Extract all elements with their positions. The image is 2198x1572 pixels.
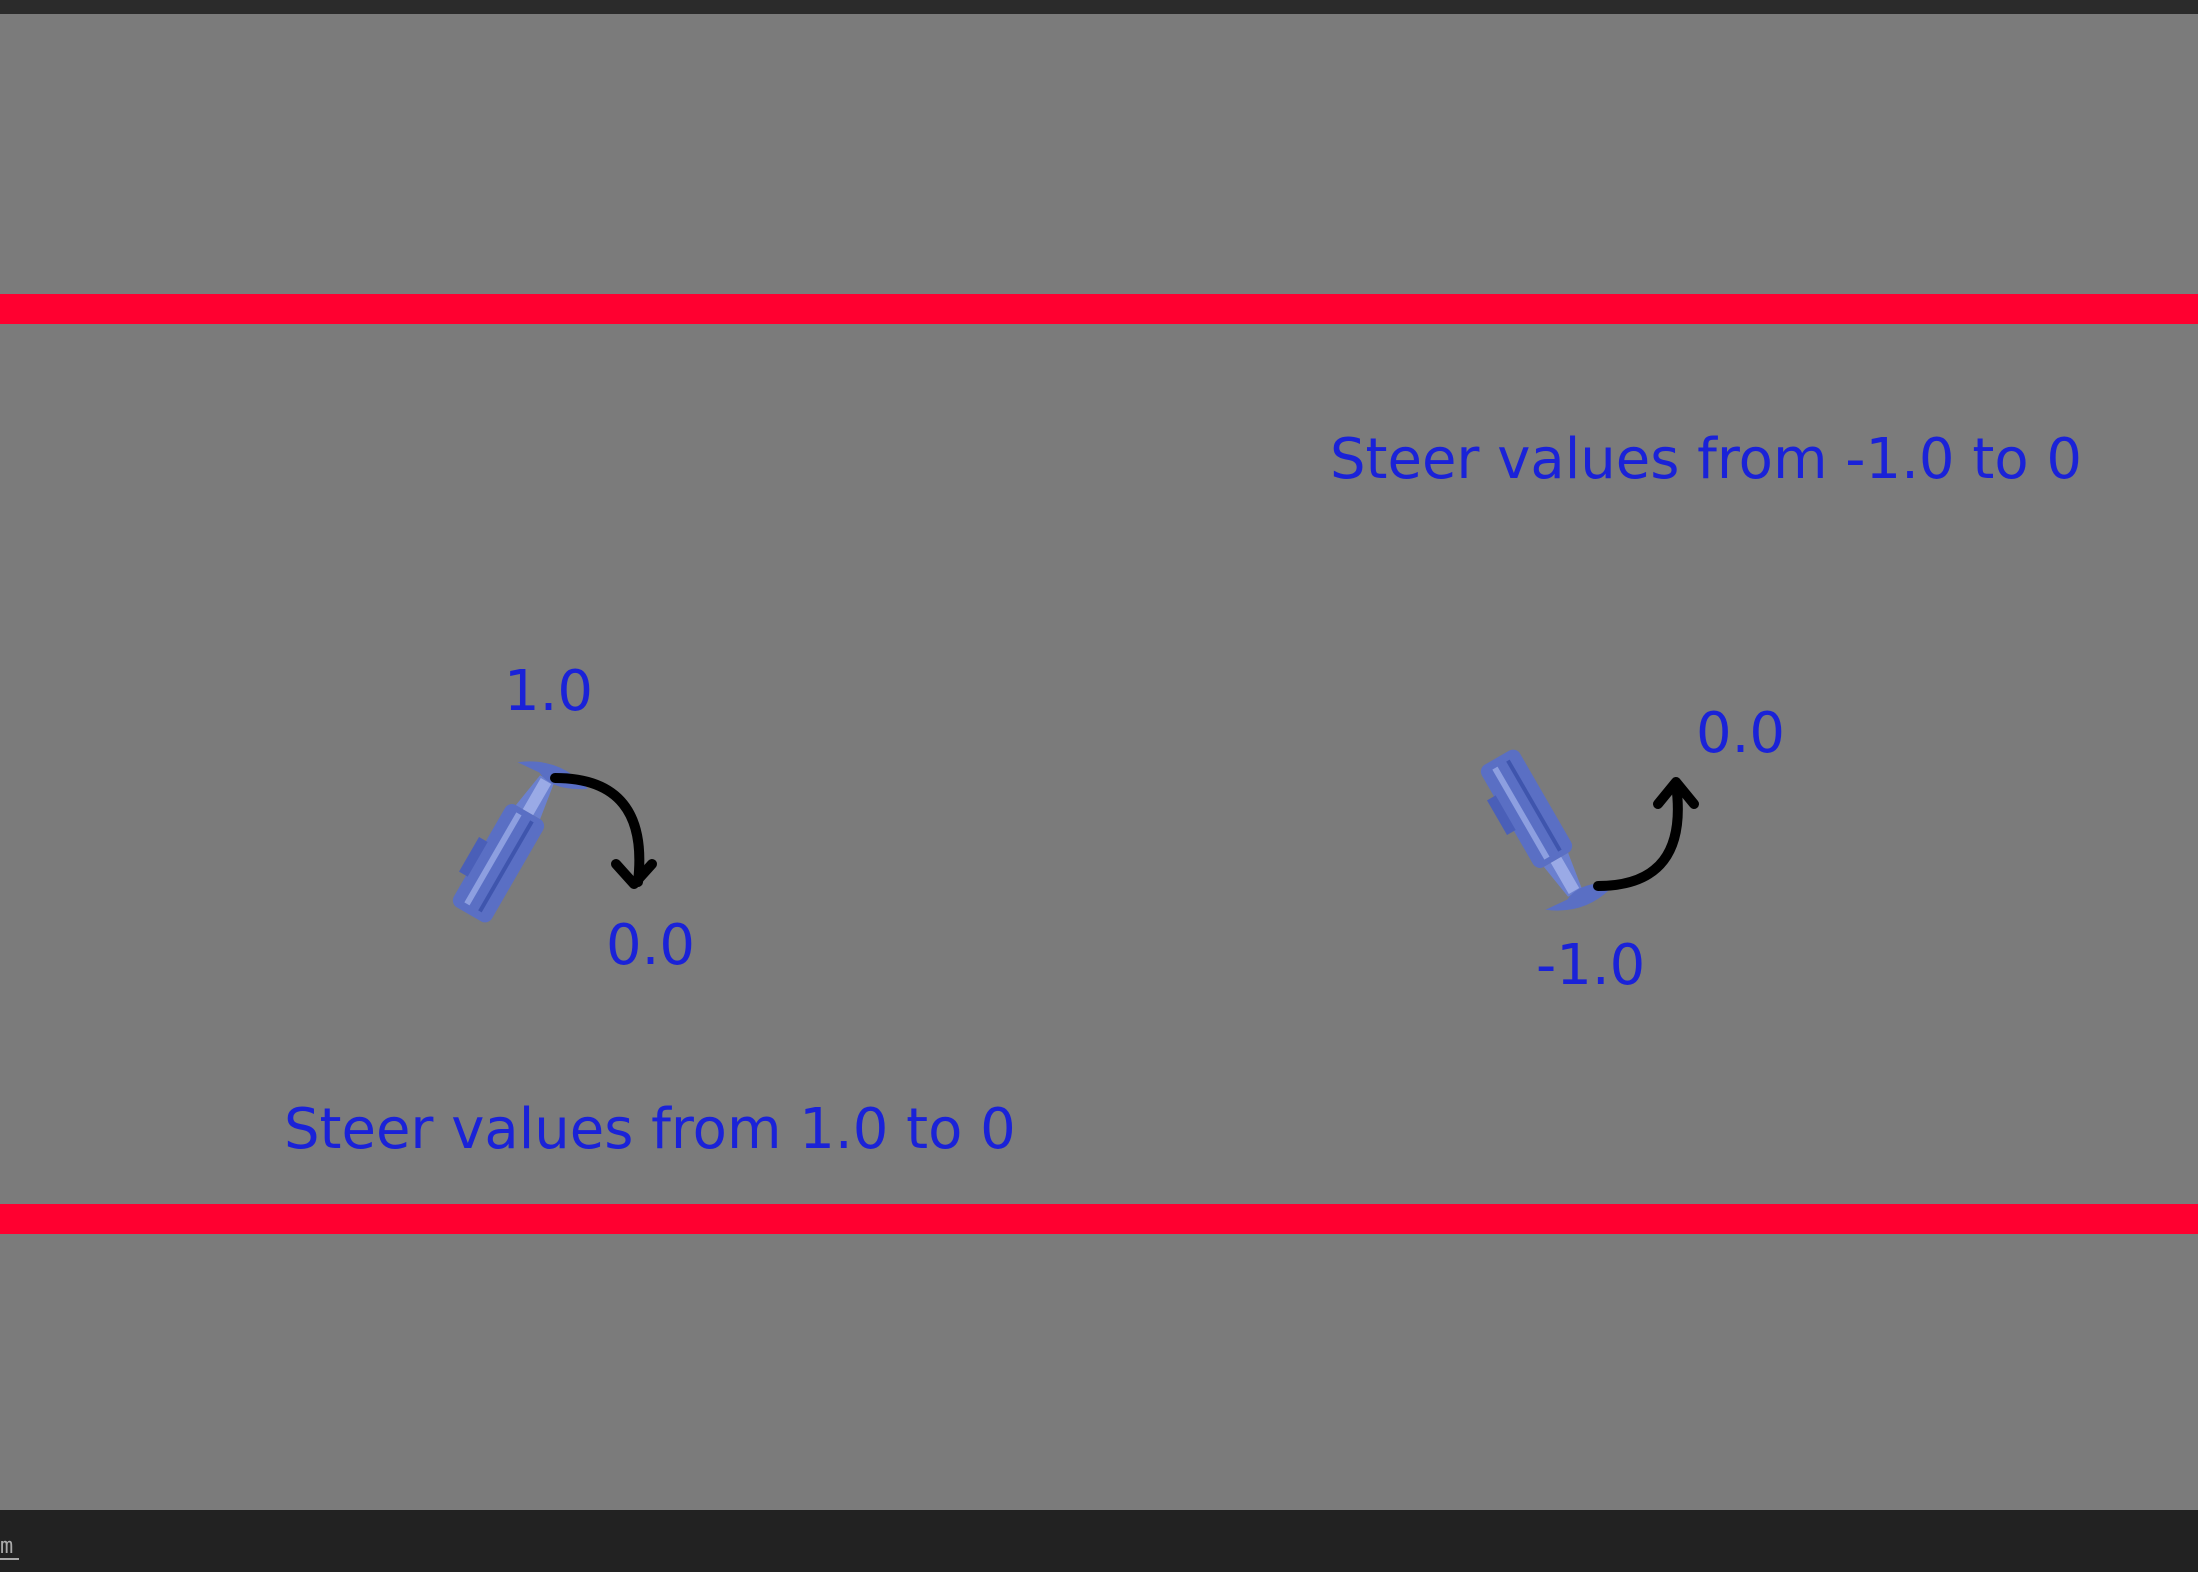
footer-text: m	[0, 1536, 20, 1560]
left-caption: Steer values from 1.0 to 0	[284, 1097, 1016, 1162]
right-vehicle-car-icon	[1467, 737, 1619, 925]
bottom-bar: m	[0, 1510, 2198, 1572]
road-boundary-bottom	[0, 1204, 2198, 1234]
right-caption: Steer values from -1.0 to 0	[1330, 427, 2083, 492]
right-start-value: -1.0	[1536, 933, 1646, 998]
diagram-viewport: Steer values from -1.0 to 0 0.0 -1.0 1.0…	[0, 14, 2198, 1510]
left-end-value: 0.0	[606, 913, 696, 978]
left-vehicle-car-icon	[439, 747, 591, 935]
top-bar	[0, 0, 2198, 14]
left-curved-arrow-down-icon	[550, 773, 657, 889]
steer-diagram	[439, 737, 1699, 935]
right-end-value: 0.0	[1696, 701, 1786, 766]
right-curved-arrow-up-icon	[1593, 777, 1699, 891]
left-start-value: 1.0	[504, 659, 594, 724]
road-boundary-top	[0, 294, 2198, 324]
